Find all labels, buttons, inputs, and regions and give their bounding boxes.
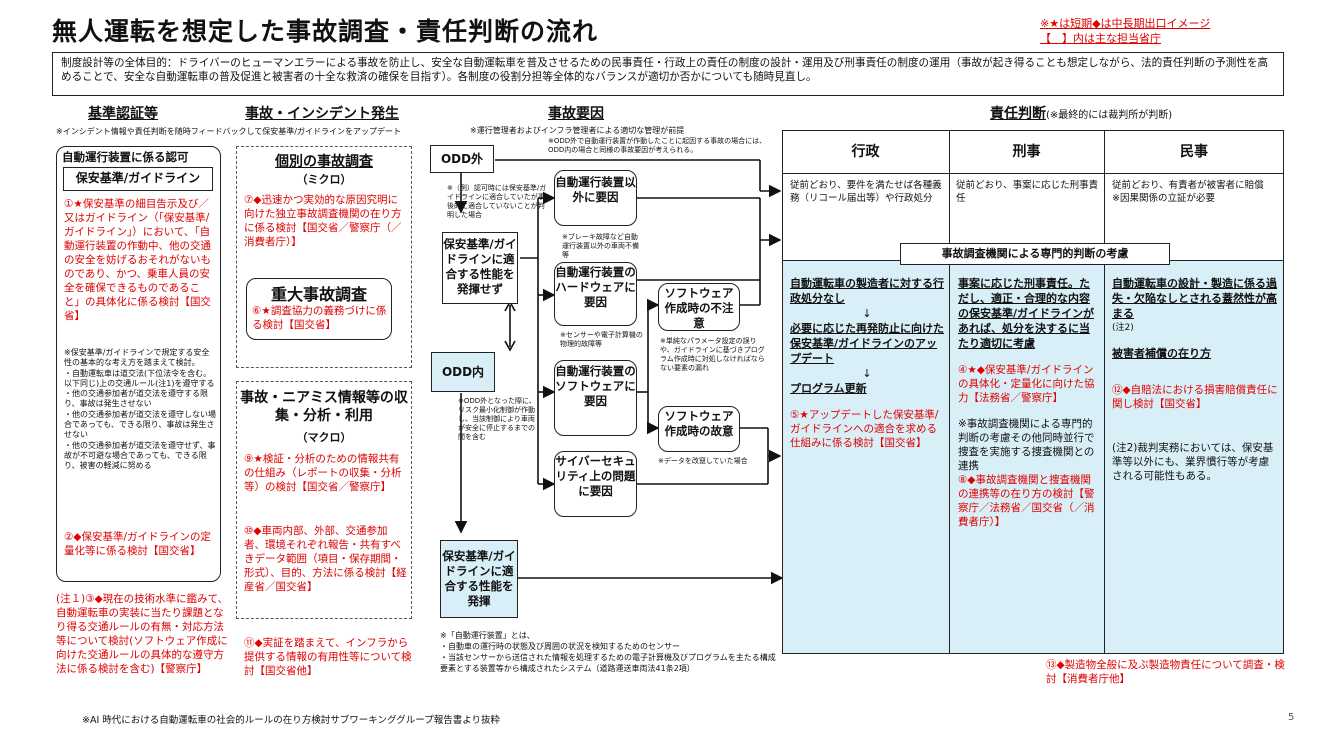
data-note: ※データを改竄していた場合 xyxy=(658,457,748,465)
g-bold-1: 自動運転車の製造者に対する行政処分なし xyxy=(790,277,944,305)
footer-note: ※AI 時代における自動運転車の社会的ルールの在り方検討サブワーキンググループ報… xyxy=(82,715,501,726)
other-factor-box: 自動運行装置以外に要因 xyxy=(554,170,637,226)
judgment-header-row xyxy=(782,130,1284,174)
item-8: ⑧◆事故調査機関と捜査機関の連携等の在り方の検討【警察庁／法務省／国交省（／消費… xyxy=(958,474,1095,528)
keiji-desc: 従前どおり、事案に応じた刑事責任 xyxy=(956,180,1099,204)
item-3: (注１)③◆現在の技術水準に鑑みて、自動運転車の実装に当たり課題となり得る交通ル… xyxy=(56,593,229,675)
item-1: ①★保安基準の細目告示及び／又はガイドライン（「保安基準/ガイドライン」）におい… xyxy=(64,198,211,322)
center-title: 事故調査機関による専門的判断の考慮 xyxy=(900,243,1170,265)
kobetsu-title: 個別の事故調査 xyxy=(275,154,373,170)
gyosei-lower: 自動運転車の製造者に対する行政処分なし ↓ 必要に応じた再発防止に向けた保安基準… xyxy=(790,276,944,450)
judai-box xyxy=(246,278,392,340)
std-basic-note: ※保安基準/ガイドラインで規定する安全性の基本的な考え方を踏まえて検討。 ・自動… xyxy=(64,348,216,471)
m-note-2: (注2) xyxy=(1112,323,1134,333)
example-note: ※（例）認可時には保安基準/ガイドラインに適合していたが事後的に適合していないこ… xyxy=(447,184,547,219)
shushu-title: 事故・ニアミス情報等の収集・分析・利用 xyxy=(240,390,408,424)
device-note: ※「自動運行装置」とは、 ・自動車の運行時の状態及び周囲の状況を検知するためのセ… xyxy=(440,630,780,674)
item-13: ⑬◆製造物全般に及ぶ製造物責任について調査・検討【消費者庁他】 xyxy=(1046,659,1285,685)
item-6: ⑥★調査協力の義務づけに係る検討【国交省】 xyxy=(252,305,387,331)
item-5: ⑤★アップデートした保安基準/ガイドラインへの適合を求める仕組みに係る検討【国交… xyxy=(790,409,939,449)
page-number: 5 xyxy=(1288,712,1295,723)
item-9: ⑨★検証・分析のための情報共有の仕組み（レポートの収集・分析等）の検討【国交省／… xyxy=(244,453,402,493)
divider-2b xyxy=(1104,260,1105,654)
k-bold: 事案に応じた刑事責任。ただし、適正・合理的な内容の保安基準/ガイドラインがあれば… xyxy=(958,277,1095,350)
minji-lower: 自動運転車の設計・製造に係る過失・欠陥なしとされる蓋然性が高まる (注2) 被害… xyxy=(1112,276,1278,483)
sensor-fail-note: ※センサーや電子計算機の物理的故障等 xyxy=(560,331,643,348)
legend: ※★は短期◆は中長期出口イメージ 【 】内は主な担当省庁 xyxy=(1040,16,1210,46)
column-header-sekinin: 責任判断(※最終的には裁判所が判断) xyxy=(990,103,1172,123)
header-gyosei: 行政 xyxy=(851,144,880,160)
m-black: (注2)裁判実務においては、保安基準等以外にも、業界慣行等が考慮される可能性もあ… xyxy=(1112,442,1274,482)
judai-title: 重大事故調査 xyxy=(270,285,367,304)
cert-group xyxy=(56,146,221,582)
device-note-title: ※「自動運行装置」とは、 xyxy=(440,631,535,640)
software-box: 自動運行装置のソフトウェアに要因 xyxy=(554,360,637,436)
k-black: ※事故調査機関による専門的判断の考慮その他同時並行で捜査を実施する捜査機関との連… xyxy=(958,418,1095,472)
odd-in-note: ※ODD外となった際に、リスク最小化制御が作動し、当該制御により車両が安全に停止… xyxy=(458,397,536,441)
gyosei-desc: 従前どおり、要件を満たせば各種義務（リコール届出等）や行政処分 xyxy=(790,180,942,204)
minji-desc: 従前どおり、有責者が被害者に賠償 ※因果関係の立証が必要 xyxy=(1112,180,1264,204)
odd-out-note: ※ODD外で自動運行装置が作動したことに起因する事故の場合には、ODD内の場合と… xyxy=(548,137,767,154)
item-2: ②◆保安基準/ガイドラインの定量化等に係る検討【国交省】 xyxy=(64,531,212,557)
legend-line-2: 【 】内は主な担当省庁 xyxy=(1040,32,1161,45)
odd-out-box: ODD外 xyxy=(430,145,494,173)
std-title: 保安基準/ガイドライン xyxy=(63,167,213,191)
g-arrow-2: ↓ xyxy=(862,367,872,380)
brake-note: ※ブレーキ故障など自動運行装置以外の車両不備等 xyxy=(562,233,639,259)
column-header-kijun: 基準認証等 xyxy=(88,106,158,122)
device-note-1: ・自動車の運行時の状態及び周囲の状況を検知するためのセンサー xyxy=(440,642,680,651)
kobetsu-sub: （ミクロ） xyxy=(296,173,352,186)
item-11: ⑪◆実証を踏まえて、インフラから提供する情報の有用性等について検討【国交省他】 xyxy=(244,637,412,677)
sekinin-title: 責任判断 xyxy=(990,106,1046,122)
header-minji: 民事 xyxy=(1180,144,1208,160)
column-header-youin: 事故要因 xyxy=(548,106,604,122)
g-bold-2: 必要に応じた再発防止に向けた保安基準/ガイドラインのアップデート xyxy=(790,322,944,365)
param-note: ※単純なパラメータ設定の誤りや、ガイドラインに基づきプログラム作成時に対処しなけ… xyxy=(660,337,765,372)
judgment-table xyxy=(782,130,1284,654)
m-bold-1: 自動運転車の設計・製造に係る過失・欠陥なしとされる蓋然性が高まる xyxy=(1112,277,1277,320)
kanri-note: ※運行管理者およびインフラ管理者による適切な管理が前提 xyxy=(470,126,685,135)
shushu-group xyxy=(236,381,412,619)
sekinin-note: (※最終的には裁判所が判断) xyxy=(1046,110,1173,121)
page-title: 無人運転を想定した事故調査・責任判断の流れ xyxy=(52,17,599,46)
feedback-note: ※インシデント情報や責任判断を随時フィードバックして保安基準/ガイドラインをアッ… xyxy=(56,127,401,136)
item-10: ⑩◆車両内部、外部、交通参加者、環境それぞれ報告・共有すべきデータ範囲（項目・保… xyxy=(244,525,407,593)
header-keiji: 刑事 xyxy=(1012,144,1041,160)
g-arrow-1: ↓ xyxy=(862,307,872,320)
cert-title: 自動運行装置に係る認可 xyxy=(62,150,189,164)
g-bold-3: プログラム更新 xyxy=(790,382,867,395)
odd-in-box: ODD内 xyxy=(431,352,495,392)
sw-care-box: ソフトウェア作成時の不注意 xyxy=(658,283,740,331)
item-12: ⑫◆自賠法における損害賠償責任に関し検討【国交省】 xyxy=(1112,384,1278,410)
sw-intent-box: ソフトウェア作成時の故意 xyxy=(658,406,740,452)
legend-line-1: ※★は短期◆は中長期出口イメージ xyxy=(1040,17,1211,30)
m-bold-2: 被害者補償の在り方 xyxy=(1112,347,1211,360)
purpose-box: 制度設計等の全体目的：ドライバーのヒューマンエラーによる事故を防止し、安全な自動… xyxy=(52,52,1284,96)
device-note-2: ・当該センサーから送信された情報を処理するための電子計算機及びプログラムを主たる… xyxy=(440,653,776,673)
lower-area xyxy=(783,260,1283,653)
item-7: ⑦◆迅速かつ実効的な原因究明に向けた独立事故調査機関の在り方に係る検討【国交省／… xyxy=(244,194,402,248)
keiji-lower: 事案に応じた刑事責任。ただし、適正・合理的な内容の保安基準/ガイドラインがあれば… xyxy=(958,276,1100,529)
divider-1b xyxy=(949,260,950,654)
hardware-box: 自動運行装置のハードウェアに要因 xyxy=(554,262,637,326)
cyber-box: サイバーセキュリティ上の問題に要因 xyxy=(554,451,637,517)
not-meet-box: 保安基準/ガイドラインに適合する性能を発揮せず xyxy=(442,232,518,304)
item-4: ④★◆保安基準/ガイドラインの具体化・定量化に向けた協力【法務省／警察庁】 xyxy=(958,364,1095,404)
shushu-sub: （マクロ） xyxy=(296,431,352,444)
column-header-jiko: 事故・インシデント発生 xyxy=(245,106,399,122)
meet-box: 保安基準/ガイドラインに適合する性能を発揮 xyxy=(440,540,518,618)
